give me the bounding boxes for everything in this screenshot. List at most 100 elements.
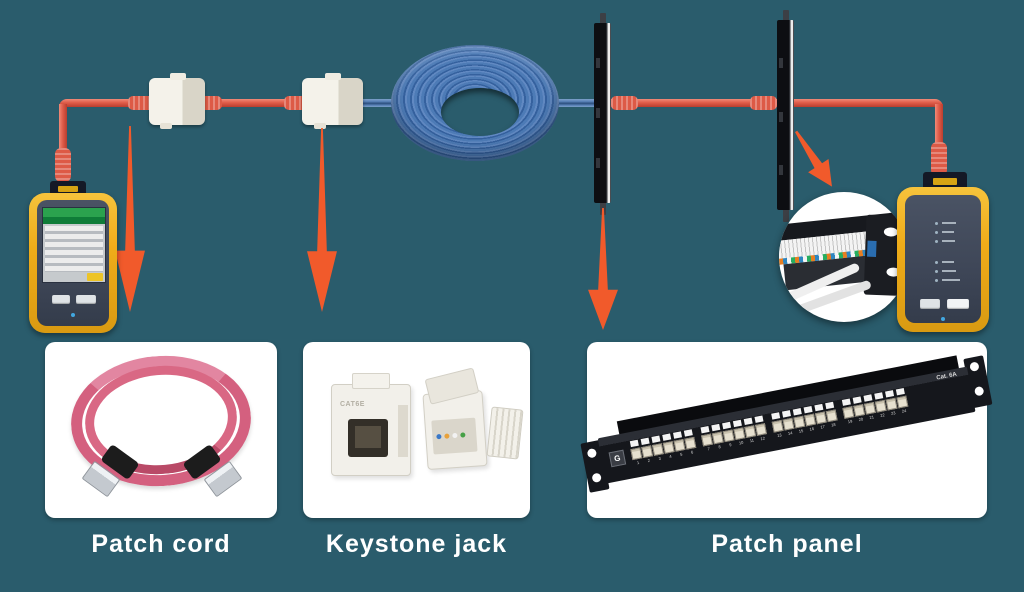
remote-button-left <box>920 299 940 309</box>
port-label-window <box>852 396 862 404</box>
port-number: 9 <box>728 441 732 448</box>
rj45-port <box>711 431 724 445</box>
rj45-port <box>662 441 675 454</box>
connector-label <box>58 186 78 192</box>
panel-category-marking: Cat. 6A <box>935 371 958 382</box>
port-label-window <box>711 423 721 432</box>
wire-white <box>452 432 458 439</box>
mount-hole <box>591 472 602 484</box>
cable-tester-main-unit <box>29 193 117 333</box>
rj45-port <box>755 423 767 436</box>
port-label-window <box>700 425 710 434</box>
port-label-window <box>640 437 650 446</box>
port-number: 17 <box>819 423 826 430</box>
patch-cord-right-horizontal <box>794 99 943 107</box>
cable-tester-remote-unit <box>897 187 989 332</box>
status-led <box>935 222 938 225</box>
port-label-window <box>771 412 781 420</box>
keystone-wire-cavity <box>431 417 478 455</box>
port-number: 11 <box>749 437 755 444</box>
led-label <box>942 270 956 272</box>
keystone-open-lid <box>424 367 480 405</box>
inset-scene <box>779 192 909 322</box>
rj45-port <box>793 415 806 429</box>
port-number: 14 <box>787 430 793 436</box>
port-label-window <box>825 401 835 410</box>
panel-mount-pin <box>600 13 606 27</box>
port-label-window <box>781 410 791 418</box>
mount-hole <box>586 447 598 459</box>
patch-cord-boot <box>750 96 777 110</box>
wire-blue <box>436 433 442 440</box>
port-inner <box>355 426 381 448</box>
port-label-window <box>874 392 884 400</box>
port-label-window <box>629 439 639 448</box>
port-number: 12 <box>760 435 766 442</box>
port-label-window <box>673 431 683 439</box>
rj45-port <box>651 443 664 456</box>
mount-hole <box>969 361 980 372</box>
port-label-window <box>754 415 764 423</box>
port-number: 15 <box>798 428 804 434</box>
wire-orange <box>444 433 450 439</box>
rj45-port <box>814 411 827 425</box>
port-label-window <box>803 405 813 414</box>
rj45-port <box>842 406 855 419</box>
rj45-port <box>722 429 735 443</box>
keystone-side-shade <box>398 405 408 457</box>
tester-button-left <box>52 295 70 304</box>
rj45-port <box>733 427 746 441</box>
patch-cord-boot <box>128 96 154 110</box>
label-keystone-jack: Keystone jack <box>325 530 508 558</box>
port-label-window <box>814 403 824 412</box>
patch-panel-rear-inset <box>779 192 909 322</box>
arrow-to-patch-panel <box>588 208 618 330</box>
patch-cord-boot <box>611 96 638 110</box>
label-patch-panel: Patch panel <box>711 530 863 558</box>
rj45-port <box>825 409 838 423</box>
connector-label <box>933 178 957 185</box>
tester-button-right <box>76 295 96 304</box>
port-label-window <box>732 419 742 428</box>
panel-notch <box>779 112 783 122</box>
keystone-coupler-2 <box>302 73 363 129</box>
led-label <box>942 279 960 281</box>
status-led <box>935 240 938 243</box>
port-number: 23 <box>890 410 896 416</box>
panel-mount-pin <box>783 10 789 24</box>
rj45-port <box>684 436 697 450</box>
port-label-window <box>683 429 693 437</box>
port-label-window <box>885 390 895 398</box>
port-number: 10 <box>738 439 744 446</box>
rj45-port <box>744 425 757 438</box>
panel-mount-pin <box>600 199 606 215</box>
rj45-port <box>853 404 866 417</box>
rj45-port <box>874 399 887 413</box>
remote-button-right <box>947 299 969 309</box>
port-number: 24 <box>901 407 907 414</box>
keystone-latch <box>352 373 390 389</box>
patch-cord-between-panels <box>610 99 780 107</box>
port-number: 19 <box>847 418 853 425</box>
patch-cord-middle <box>202 99 306 107</box>
rj45-port <box>641 445 654 458</box>
patch-cord-boot <box>931 142 947 176</box>
card-patch-cord <box>45 342 277 518</box>
panel-notch <box>779 58 783 68</box>
led-label <box>942 231 954 233</box>
mount-hole <box>883 227 899 237</box>
panel-mount-pin <box>783 206 789 222</box>
keystone-wire-cap <box>486 406 524 460</box>
rj45-port <box>673 438 686 452</box>
patch-cord-left-horizontal <box>59 99 153 107</box>
rj45-port <box>782 417 795 431</box>
port-number: 1 <box>636 459 640 466</box>
patch-panel-side-2 <box>777 20 794 210</box>
port-number: 20 <box>858 416 864 423</box>
panel-notch <box>596 58 600 68</box>
port-label-window <box>722 421 732 430</box>
port-label-window <box>651 435 661 443</box>
rj45-port <box>864 401 876 415</box>
